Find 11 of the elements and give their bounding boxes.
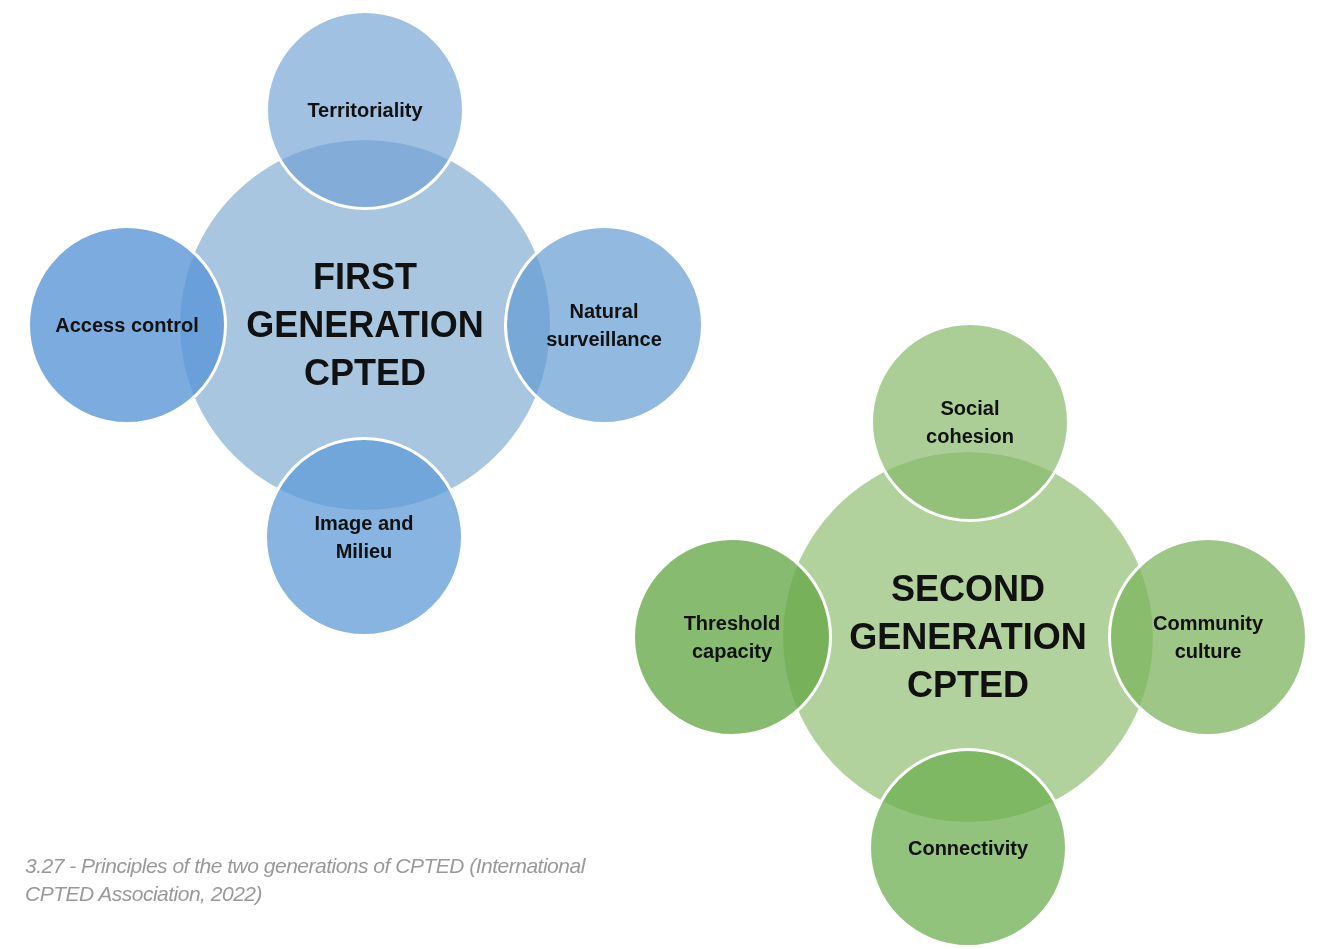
figure-caption: 3.27 - Principles of the two generations of CPTED (International CPTED Association, 2022) — [25, 853, 587, 907]
principle-label: Threshold capacity — [682, 611, 782, 664]
principle-label: Natural surveillance — [545, 299, 663, 352]
generation-title: SECOND GENERATION CPTED — [848, 567, 1088, 707]
generation-title: FIRST GENERATION CPTED — [245, 255, 485, 395]
principle-label: Social cohesion — [925, 396, 1015, 449]
principle-label: Connectivity — [907, 836, 1029, 861]
principle-label: Community culture — [1152, 611, 1264, 664]
principle-label: Access control — [54, 313, 200, 338]
principle-label: Territoriality — [306, 98, 424, 123]
principle-label: Image and Milieu — [313, 511, 415, 564]
